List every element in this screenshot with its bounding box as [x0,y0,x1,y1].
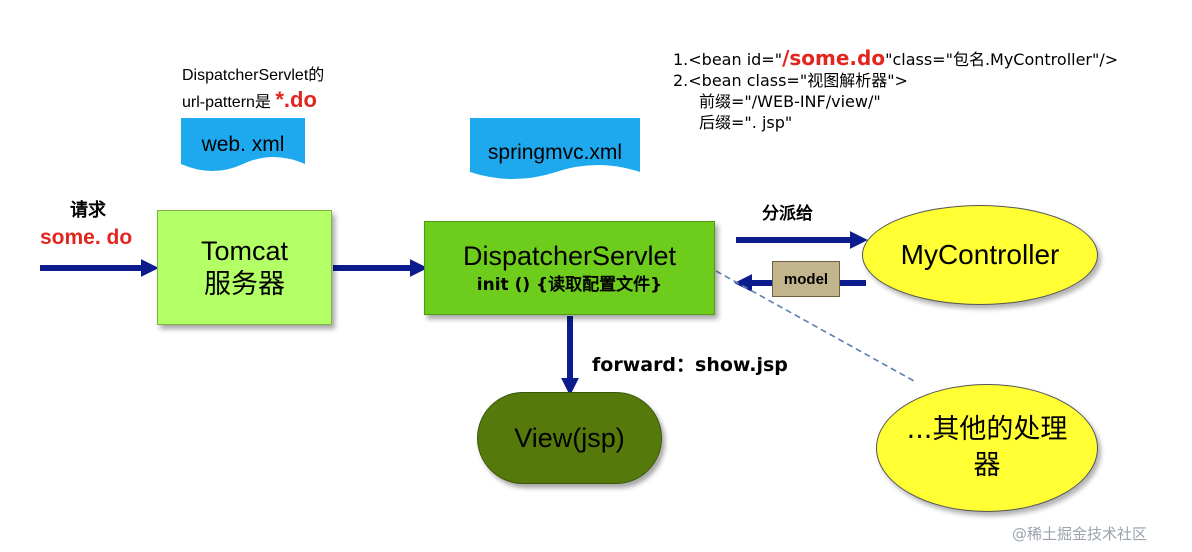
config-bean-id: /some.do [782,46,886,70]
dispatcher-label: DispatcherServlet [462,241,677,271]
other-handler-dashed-line [715,270,915,382]
config-line1-suffix: "class="包名.MyController"/> [885,50,1119,69]
url-pattern-prefix: url-pattern是 [182,94,276,111]
springmvc-xml-label: springmvc.xml [487,141,623,164]
model-label: model [783,270,829,288]
dispatcher-servlet-box: DispatcherServlet init () {读取配置文件} [424,221,715,315]
config-line3: 前缀="/WEB-INF/view/" [699,92,881,111]
tomcat-sublabel: 服务器 [204,268,285,300]
config-line4: 后缀=". jsp" [699,113,793,132]
forward-label: forward：show.jsp [592,354,788,376]
my-controller-ellipse: MyController [862,205,1098,305]
view-jsp-node: View(jsp) [477,392,662,484]
web-xml-doc-shape [181,118,305,171]
config-line2: 2.<bean class="视图解析器"> [673,71,908,90]
url-pattern-value: *.do [275,87,317,112]
config-note: 1.<bean id="/some.do"class="包名.MyControl… [673,48,1118,133]
my-controller-label: MyController [900,239,1060,270]
config-line1-prefix: 1.<bean id=" [673,50,783,69]
watermark: @稀土掘金技术社区 [1012,525,1148,543]
tomcat-label: Tomcat [200,235,289,266]
other-handlers-ellipse: ...其他的处理器 [876,384,1098,512]
view-label: View(jsp) [514,422,625,453]
springmvc-xml-doc-shape [470,118,640,179]
tomcat-server-box: Tomcat 服务器 [157,210,332,325]
dispatcher-init-label: init () {读取配置文件} [476,275,663,295]
request-note: 请求 some. do [40,196,150,250]
url-pattern-line1: DispatcherServlet的 [182,67,325,84]
web-xml-label: web. xml [201,133,285,156]
request-url: some. do [40,226,133,249]
url-pattern-note: DispatcherServlet的 url-pattern是 *.do [182,64,324,115]
dispatch-label: 分派给 [762,204,813,224]
model-box: model [772,261,840,297]
other-handlers-label: ...其他的处理器 [906,414,1068,481]
request-label: 请求 [70,200,106,221]
